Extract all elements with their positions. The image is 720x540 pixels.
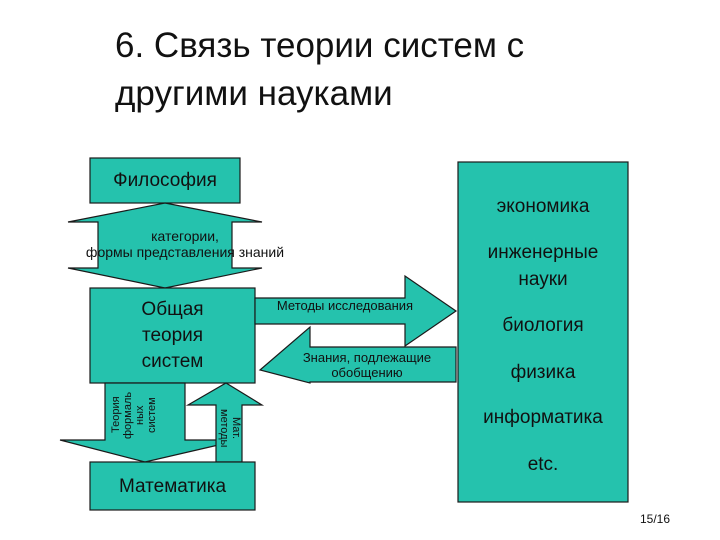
math-methods-label: Мат. методы: [218, 402, 242, 454]
formal-systems-line-4: систем: [146, 397, 158, 433]
research-methods-arrow: [254, 274, 458, 348]
sciences-box: [457, 161, 629, 503]
general-theory-line-3: систем: [141, 351, 204, 372]
mathematics-label: Математика: [118, 476, 227, 497]
philosophy-label: Философия: [113, 170, 217, 191]
slide-title: 6. Связь теории систем с другими науками: [115, 22, 524, 118]
page-number: 15/16: [640, 512, 671, 526]
math-methods-line-2: методы: [218, 408, 230, 448]
knowledge-arrow-label: Знания, подлежащие обобщению: [282, 350, 452, 380]
formal-systems-label: Теория формаль ных систем: [110, 386, 158, 444]
math-methods-line-1: Мат.: [230, 416, 242, 440]
philosophy-box: [89, 157, 241, 204]
research-methods-label: Методы исследования: [276, 298, 414, 313]
formal-systems-arrow: [59, 382, 241, 463]
formal-systems-line-2: формаль: [122, 391, 134, 439]
general-theory-line-1: Общая: [141, 299, 204, 320]
general-theory-box: [89, 287, 256, 384]
general-theory-label: Общая теория систем: [90, 297, 255, 375]
title-line-2: другими науками: [115, 74, 393, 113]
science-item-biology: биология: [502, 315, 584, 336]
science-item-informatics: информатика: [483, 407, 603, 428]
knowledge-arrow: [258, 325, 457, 384]
science-item-engineering: инженерные: [487, 242, 599, 263]
math-methods-arrow: [185, 382, 265, 463]
philosophy-arrow-line-2: формы представления знаний: [85, 244, 285, 260]
science-item-physics: физика: [510, 362, 576, 383]
philosophy-arrow-label: категории, формы представления знаний: [40, 228, 330, 260]
science-item-economics: экономика: [496, 196, 590, 217]
general-theory-line-2: теория: [141, 325, 204, 346]
science-item-etc: etc.: [527, 454, 559, 475]
science-item-sciences: науки: [518, 269, 568, 290]
knowledge-arrow-line-1: Знания, подлежащие: [302, 350, 432, 365]
formal-systems-line-3: ных: [134, 405, 146, 425]
formal-systems-line-1: Теория: [110, 396, 122, 434]
knowledge-arrow-line-2: обобщению: [331, 365, 403, 380]
title-line-1: 6. Связь теории систем с: [115, 26, 525, 65]
philosophy-arrow-line-1: категории,: [151, 228, 219, 244]
mathematics-box: [89, 461, 256, 511]
